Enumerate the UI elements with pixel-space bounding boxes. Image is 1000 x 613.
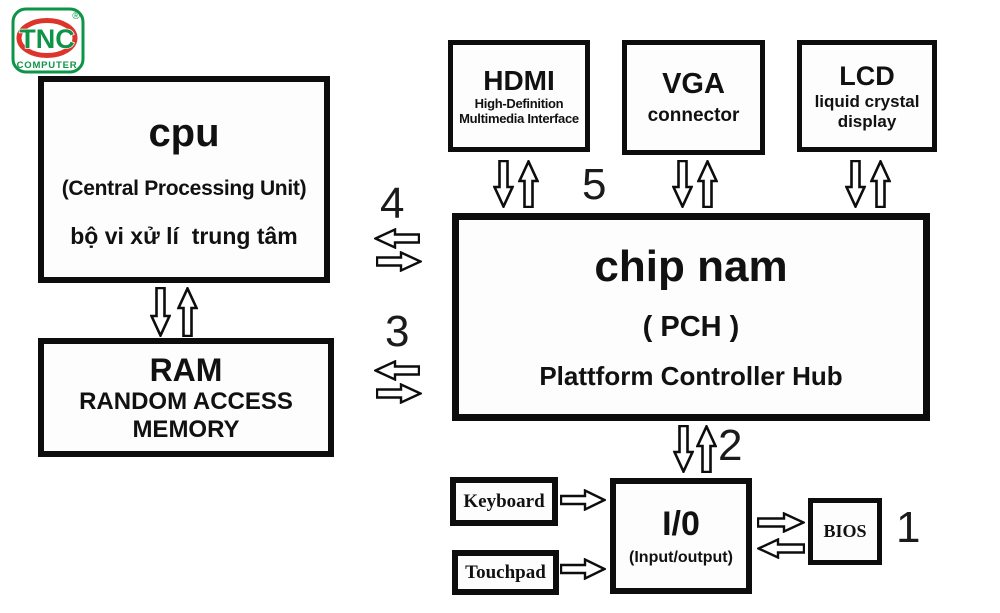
ram-subtitle-line1: RANDOM ACCESS [79, 388, 293, 416]
io-title: I/0 [662, 504, 700, 543]
vga-title: VGA [662, 67, 725, 100]
logo-graphic: TNC COMPUTER ® [11, 7, 85, 74]
arrow-vga-to-chip-down [672, 160, 693, 208]
io-box: I/0 (Input/output) [610, 478, 752, 594]
pch-chip-box: chip nam ( PCH ) Plattform Controller Hu… [452, 213, 930, 421]
arrow-chip-to-cpu-left [374, 228, 420, 249]
connection-number-1: 1 [896, 503, 921, 552]
vga-subtitle: connector [647, 105, 740, 127]
connection-number-4: 4 [380, 179, 405, 228]
vga-box: VGA connector [622, 40, 765, 155]
ram-subtitle-line2: MEMORY [132, 415, 240, 443]
arrow-keyboard-to-io-right [560, 489, 606, 511]
ram-box: RAM RANDOM ACCESS MEMORY [38, 338, 334, 457]
lcd-subtitle-line2: display [837, 111, 897, 131]
keyboard-label: Keyboard [463, 490, 545, 512]
connection-number-2: 2 [718, 421, 743, 470]
arrow-lcd-to-chip-down [845, 160, 866, 208]
arrow-io-to-chip-up [696, 425, 717, 473]
logo-red-oval [16, 18, 78, 58]
arrow-chip-to-hdmi-up [518, 160, 539, 208]
arrow-hdmi-to-chip-down [493, 160, 514, 208]
arrow-ram-to-chip-right [376, 383, 422, 404]
cpu-title: cpu [148, 110, 220, 155]
touchpad-label: Touchpad [465, 561, 546, 583]
logo-sub-text: COMPUTER [17, 60, 78, 71]
tnc-computer-logo: TNC COMPUTER ® [10, 6, 86, 76]
hdmi-subtitle-line1: High-Definition [474, 96, 564, 112]
ram-title: RAM [149, 351, 223, 388]
arrow-chip-to-ram-left [374, 360, 420, 381]
bios-box: BIOS [808, 498, 882, 565]
arrow-bios-to-io-left [757, 538, 805, 559]
connection-number-3: 3 [385, 307, 410, 356]
arrow-touchpad-to-io-right [560, 558, 606, 580]
logo-brand-text: TNC [19, 24, 75, 54]
arrow-chip-to-lcd-up [870, 160, 891, 208]
pch-abbreviation: ( PCH ) [642, 310, 740, 343]
arrow-io-to-bios-right [757, 512, 805, 533]
pch-title: chip nam [594, 242, 788, 292]
arrow-chip-to-io-down [673, 425, 694, 473]
hdmi-subtitle-line2: Multimedia Interface [459, 111, 579, 127]
lcd-subtitle-line1: liquid crystal [814, 91, 920, 111]
keyboard-box: Keyboard [450, 477, 558, 526]
arrow-chip-to-vga-up [697, 160, 718, 208]
pch-subtitle: Plattform Controller Hub [539, 361, 843, 392]
registered-trademark-icon: ® [72, 11, 80, 22]
bios-label: BIOS [823, 521, 867, 542]
hdmi-title: HDMI [483, 64, 555, 96]
arrow-cpu-to-chip-right [376, 251, 422, 272]
touchpad-box: Touchpad [452, 550, 559, 595]
cpu-vietnamese-label: bộ vi xử lí trung tâm [70, 222, 298, 249]
cpu-box: cpu (Central Processing Unit) bộ vi xử l… [38, 76, 330, 283]
lcd-box: LCD liquid crystal display [797, 40, 937, 152]
io-subtitle: (Input/output) [629, 548, 733, 566]
connection-number-5: 5 [582, 160, 607, 209]
lcd-title: LCD [839, 60, 895, 91]
arrow-cpu-to-ram-down [150, 287, 171, 337]
hdmi-box: HDMI High-Definition Multimedia Interfac… [448, 40, 590, 152]
arrow-ram-to-cpu-up [177, 287, 198, 337]
cpu-subtitle: (Central Processing Unit) [61, 177, 307, 201]
